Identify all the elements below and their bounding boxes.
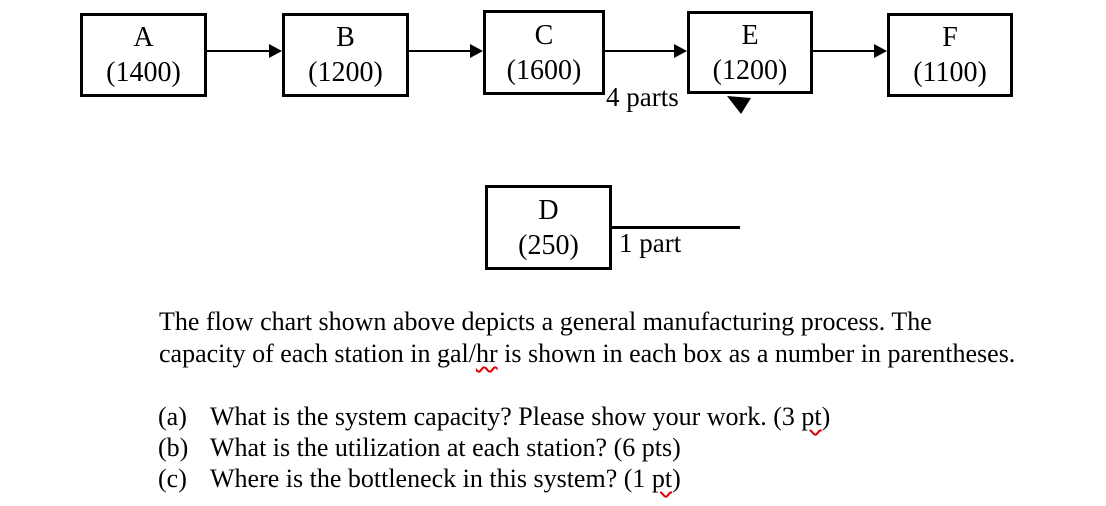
misspelled-word-pt: pt bbox=[801, 402, 822, 431]
station-box-b: B (1200) bbox=[282, 13, 409, 97]
station-a-name: A bbox=[133, 22, 154, 53]
description-line-2-before: capacity of each station in gal/ bbox=[159, 339, 476, 368]
question-c-text-before: Where is the bottleneck in this system? … bbox=[210, 464, 652, 493]
label-one-part: 1 part bbox=[619, 228, 682, 258]
station-f-capacity: (1100) bbox=[913, 57, 987, 88]
question-b: (b) What is the utilization at each stat… bbox=[158, 432, 830, 463]
flow-line-c-to-e bbox=[605, 50, 674, 52]
question-a-label: (a) bbox=[158, 402, 187, 431]
station-box-e: E (1200) bbox=[687, 11, 813, 94]
arrow-right-icon bbox=[269, 44, 282, 58]
question-b-label: (b) bbox=[158, 433, 189, 462]
arrow-right-icon bbox=[874, 44, 887, 58]
question-a-text: What is the system capacity? Please show… bbox=[210, 401, 830, 432]
questions-list: (a) What is the system capacity? Please … bbox=[158, 401, 830, 494]
description-paragraph: The flow chart shown above depicts a gen… bbox=[159, 306, 1015, 370]
question-a-text-after: ) bbox=[821, 402, 831, 431]
feed-line-d bbox=[611, 226, 740, 229]
flow-line-b-to-c bbox=[409, 50, 470, 52]
station-e-name: E bbox=[741, 19, 759, 51]
question-c-text-after: ) bbox=[672, 464, 681, 493]
station-box-c: C (1600) bbox=[483, 10, 605, 95]
flow-line-a-to-b bbox=[207, 50, 270, 52]
station-f-name: F bbox=[942, 22, 958, 53]
station-box-f: F (1100) bbox=[887, 13, 1013, 97]
station-b-capacity: (1200) bbox=[308, 57, 383, 88]
station-b-name: B bbox=[336, 22, 355, 53]
question-c-label: (c) bbox=[158, 464, 187, 493]
arrow-up-left-icon bbox=[727, 96, 751, 114]
station-box-a: A (1400) bbox=[80, 13, 207, 97]
description-line-1: The flow chart shown above depicts a gen… bbox=[159, 306, 1015, 338]
question-c: (c) Where is the bottleneck in this syst… bbox=[158, 463, 830, 494]
description-line-1-text: The flow chart shown above depicts a gen… bbox=[159, 307, 932, 336]
misspelled-word-pt: pt bbox=[651, 464, 673, 493]
station-d-capacity: (250) bbox=[518, 229, 579, 261]
flow-line-e-to-f bbox=[813, 50, 874, 52]
question-c-text: Where is the bottleneck in this system? … bbox=[210, 463, 681, 494]
question-a: (a) What is the system capacity? Please … bbox=[158, 401, 830, 432]
station-d-name: D bbox=[538, 194, 559, 226]
station-box-d: D (250) bbox=[485, 185, 612, 270]
arrow-right-icon bbox=[470, 44, 483, 58]
station-c-capacity: (1600) bbox=[506, 54, 582, 86]
station-e-capacity: (1200) bbox=[712, 54, 788, 86]
label-four-parts: 4 parts bbox=[606, 82, 679, 112]
question-a-text-before: What is the system capacity? Please show… bbox=[210, 402, 802, 431]
arrow-right-icon bbox=[674, 44, 687, 58]
question-b-text-before: What is the utilization at each station?… bbox=[210, 433, 681, 462]
misspelled-word-hr: hr bbox=[475, 339, 498, 368]
description-line-2-after: is shown in each box as a number in pare… bbox=[497, 339, 1016, 368]
station-c-name: C bbox=[534, 19, 554, 51]
description-line-2: capacity of each station in gal/hr is sh… bbox=[159, 338, 1015, 370]
station-a-capacity: (1400) bbox=[106, 57, 181, 88]
question-b-text: What is the utilization at each station?… bbox=[210, 432, 681, 463]
